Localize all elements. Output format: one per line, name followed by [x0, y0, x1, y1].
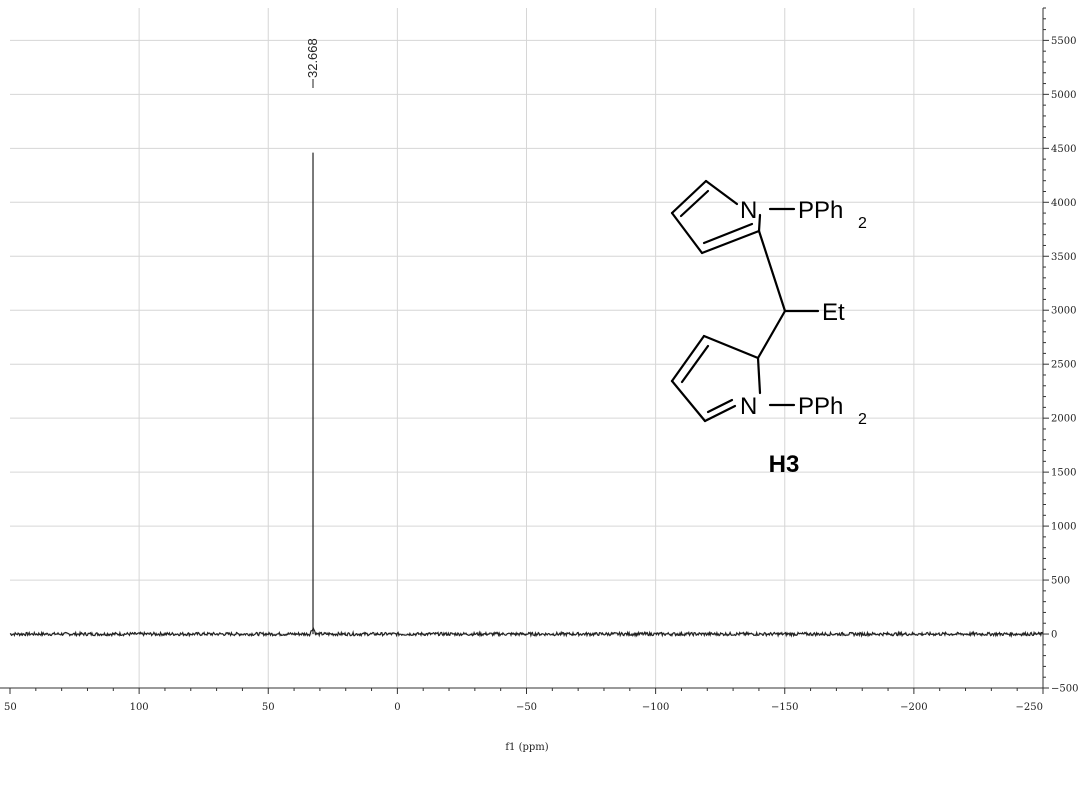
baseline-trace	[9, 626, 1044, 638]
x-tick-label: −150	[771, 702, 798, 713]
subscript-bottom: 2	[858, 411, 867, 428]
y-tick-label: −500	[1051, 684, 1078, 695]
x-tick-label: −200	[900, 702, 927, 713]
group-pph2-top: PPh	[798, 197, 843, 224]
bond-top-ring-2b	[679, 189, 710, 218]
y-tick-label: 5500	[1051, 36, 1076, 47]
bond-bot-ring-5	[756, 356, 762, 395]
y-tick-label: 3500	[1051, 252, 1076, 263]
y-tick-label: 2000	[1051, 414, 1076, 425]
bond-top-ring-2	[670, 179, 708, 215]
bond-bot-ring-4	[703, 404, 737, 423]
x-tick-label: 0	[394, 702, 400, 713]
chemical-structure	[670, 179, 820, 423]
x-tick-label: −250	[1016, 702, 1043, 713]
peak-labels: 32.668	[305, 38, 320, 88]
x-axis-title: f1 (ppm)	[505, 742, 548, 753]
x-tick-label: 50	[262, 702, 275, 713]
y-tick-label: 3000	[1051, 306, 1076, 317]
subscript-top: 2	[858, 215, 867, 232]
bond-top-ring-5	[757, 213, 762, 233]
group-pph2-bottom: PPh	[798, 393, 843, 420]
x-tick-label: 50	[4, 702, 17, 713]
y-axis-ticks: 5500500045004000350030002500200015001000…	[1043, 7, 1078, 695]
y-tick-label: 1500	[1051, 468, 1076, 479]
y-tick-label: 4000	[1051, 198, 1076, 209]
bond-top-ring-4	[700, 229, 761, 255]
bond-bot-ring-1	[702, 334, 760, 360]
bond-linker-top	[757, 229, 787, 313]
x-axis-ticks: 50 100 50 0 −50 −100 −150 −200 −250	[4, 688, 1044, 713]
y-tick-label: 1000	[1051, 522, 1076, 533]
bond-top-ring-4b	[702, 222, 754, 245]
bond-top-ring-1	[704, 179, 739, 206]
bond-bot-ring-2	[670, 334, 706, 383]
axes	[0, 8, 1044, 689]
bond-linker-bottom	[756, 309, 787, 360]
x-tick-label: 100	[130, 702, 149, 713]
bond-top-ring-3	[670, 211, 704, 255]
group-ethyl: Et	[822, 299, 845, 326]
y-tick-label: 500	[1051, 576, 1070, 587]
bond-bot-ring-2b	[680, 344, 710, 384]
atom-n-bottom: N	[740, 393, 757, 420]
y-tick-label: 5000	[1051, 90, 1076, 101]
y-tick-label: 2500	[1051, 360, 1076, 371]
x-tick-label: −50	[516, 702, 537, 713]
y-tick-label: 0	[1051, 630, 1057, 641]
bond-bot-ring-4b	[706, 398, 734, 414]
x-tick-label: −100	[642, 702, 669, 713]
bond-bot-ring-3	[670, 379, 707, 423]
peak-label: 32.668	[305, 38, 320, 78]
y-tick-label: 4500	[1051, 144, 1076, 155]
compound-label: H3	[769, 451, 800, 478]
atom-n-top: N	[740, 197, 757, 224]
grid-lines	[10, 8, 1043, 689]
spectrum-trace	[9, 152, 1044, 638]
